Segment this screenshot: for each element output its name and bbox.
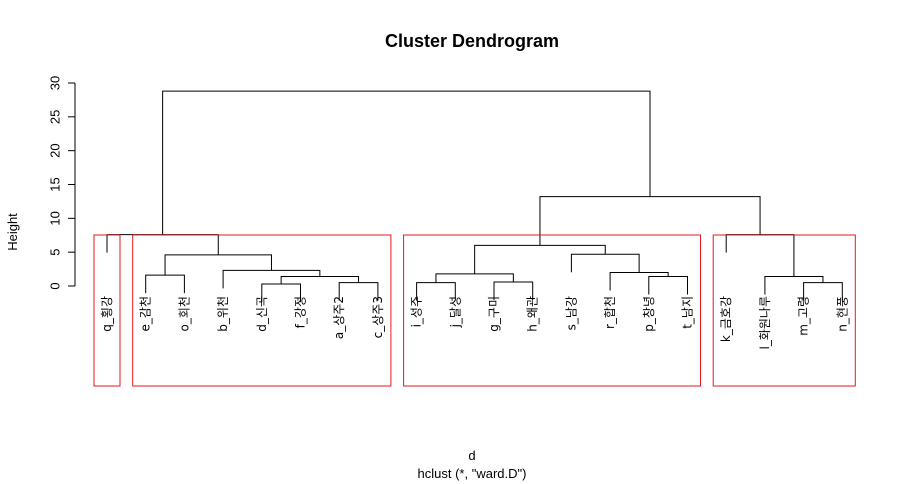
leaf-label: c_상주3 bbox=[371, 296, 385, 338]
leaf-label: m_고령 bbox=[797, 296, 811, 336]
dendrogram-merge bbox=[280, 276, 360, 284]
cluster-box bbox=[403, 234, 701, 387]
y-axis: 0 5 10 15 20 25 30 bbox=[48, 76, 76, 290]
y-axis-label: Height bbox=[5, 213, 20, 251]
leaf-label: t_남지 bbox=[681, 296, 695, 329]
dendrogram-merge bbox=[435, 273, 514, 283]
leaf-label: f_강정 bbox=[294, 296, 308, 328]
y-tick-label: 25 bbox=[48, 110, 63, 124]
dendrogram-merge bbox=[725, 234, 795, 277]
dendrogram-merge bbox=[162, 90, 651, 235]
leaf-label: d_신곡 bbox=[255, 296, 269, 332]
leaf-label: r_합천 bbox=[602, 296, 617, 329]
dendrogram-merge bbox=[106, 234, 219, 255]
x-axis-label: d bbox=[468, 448, 475, 463]
y-tick-label: 15 bbox=[48, 177, 63, 191]
dendrogram-merge bbox=[803, 282, 843, 301]
cluster-box bbox=[132, 234, 392, 387]
dendrogram-merge bbox=[764, 276, 824, 295]
leaf-label: s_남강 bbox=[564, 296, 578, 330]
y-tick-label: 20 bbox=[48, 143, 63, 157]
leaf-label: j_달성 bbox=[448, 296, 462, 328]
leaf-label: h_왜관 bbox=[526, 296, 540, 332]
dendrogram-merge bbox=[539, 196, 761, 246]
dendrogram-tree bbox=[106, 90, 843, 302]
leaf-label: g_구미 bbox=[487, 296, 501, 332]
leaf-labels: q_횡강 e_감천 o_회천 b_위천 d_신곡 f_강정 a_상주2 c_상주3 i_성주 j_… bbox=[100, 296, 849, 350]
dendrogram-merge bbox=[164, 254, 272, 276]
chart-subtitle: hclust (*, "ward.D") bbox=[418, 466, 527, 481]
leaf-label: k_금호강 bbox=[719, 296, 733, 342]
cluster-box bbox=[712, 234, 856, 387]
dendrogram-merge bbox=[609, 271, 669, 291]
leaf-label: q_횡강 bbox=[100, 296, 114, 332]
dendrogram-merge bbox=[145, 274, 185, 294]
leaf-label: o_회천 bbox=[176, 296, 191, 331]
y-tick-label: 30 bbox=[48, 76, 63, 90]
y-tick-label: 10 bbox=[48, 211, 63, 225]
dendrogram-merge bbox=[222, 269, 321, 289]
cluster-box bbox=[93, 234, 121, 387]
dendrogram-merge bbox=[570, 253, 640, 273]
dendrogram-merge bbox=[648, 276, 688, 295]
y-tick-label: 0 bbox=[48, 282, 63, 289]
dendrogram-merge bbox=[338, 282, 379, 301]
leaf-label: e_감천 bbox=[138, 296, 153, 331]
leaf-label: l_화원나루 bbox=[758, 296, 772, 350]
dendrogram-merge bbox=[416, 282, 456, 301]
chart-title: Cluster Dendrogram bbox=[385, 31, 559, 51]
y-tick-label: 5 bbox=[48, 249, 63, 256]
leaf-label: a_상주2 bbox=[332, 296, 346, 339]
leaf-label: i_성주 bbox=[410, 296, 424, 327]
leaf-label: p_창녕 bbox=[642, 296, 656, 332]
leaf-label: n_현풍 bbox=[835, 296, 849, 332]
dendrogram-merge bbox=[474, 244, 606, 274]
leaf-label: b_위천 bbox=[215, 296, 230, 332]
cluster-boxes bbox=[93, 234, 856, 387]
